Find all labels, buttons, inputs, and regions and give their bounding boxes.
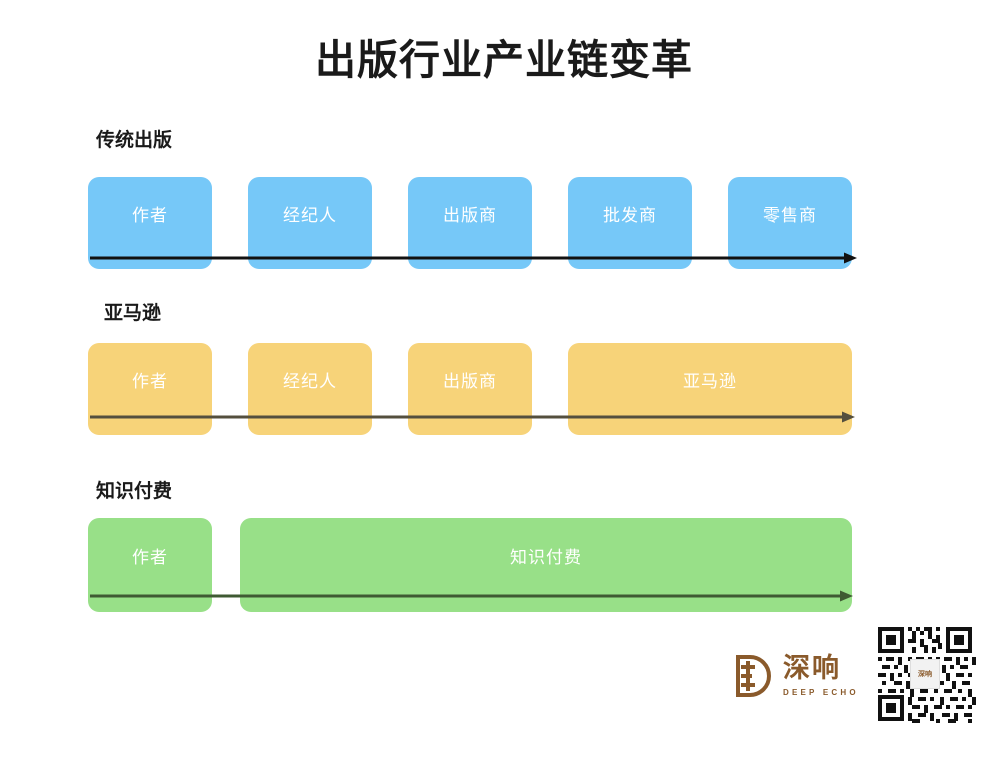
section-label-amazon: 亚马逊 bbox=[104, 303, 162, 324]
node-agent[interactable]: 经纪人 bbox=[248, 343, 372, 435]
node-author[interactable]: 作者 bbox=[88, 518, 212, 612]
deep-echo-logo-icon bbox=[728, 653, 774, 699]
node-row-knowledge-payment: 作者 知识付费 bbox=[88, 518, 856, 612]
section-label-traditional-publishing: 传统出版 bbox=[96, 130, 173, 151]
node-retailer[interactable]: 零售商 bbox=[728, 177, 852, 269]
node-wholesaler[interactable]: 批发商 bbox=[568, 177, 692, 269]
brand-text: 深响 DEEP ECHO bbox=[783, 653, 859, 698]
node-publisher[interactable]: 出版商 bbox=[408, 343, 532, 435]
qr-center-label: 深响 bbox=[918, 671, 932, 678]
qr-center-logo-icon: 深响 bbox=[910, 659, 940, 689]
node-knowledge-payment[interactable]: 知识付费 bbox=[240, 518, 852, 612]
brand-name-cn: 深响 bbox=[783, 653, 841, 683]
node-row-amazon: 作者 经纪人 出版商 亚马逊 bbox=[88, 343, 856, 435]
qr-code-icon[interactable]: 深响 bbox=[872, 621, 978, 727]
page-title: 出版行业产业链变革 bbox=[315, 37, 693, 83]
node-publisher[interactable]: 出版商 bbox=[408, 177, 532, 269]
section-label-knowledge-payment: 知识付费 bbox=[96, 481, 173, 502]
node-author[interactable]: 作者 bbox=[88, 343, 212, 435]
brand-name-en: DEEP ECHO bbox=[783, 688, 859, 697]
brand-logo: 深响 DEEP ECHO bbox=[728, 645, 863, 707]
node-agent[interactable]: 经纪人 bbox=[248, 177, 372, 269]
node-row-traditional-publishing: 作者 经纪人 出版商 批发商 零售商 bbox=[88, 177, 856, 269]
node-author[interactable]: 作者 bbox=[88, 177, 212, 269]
node-amazon[interactable]: 亚马逊 bbox=[568, 343, 852, 435]
